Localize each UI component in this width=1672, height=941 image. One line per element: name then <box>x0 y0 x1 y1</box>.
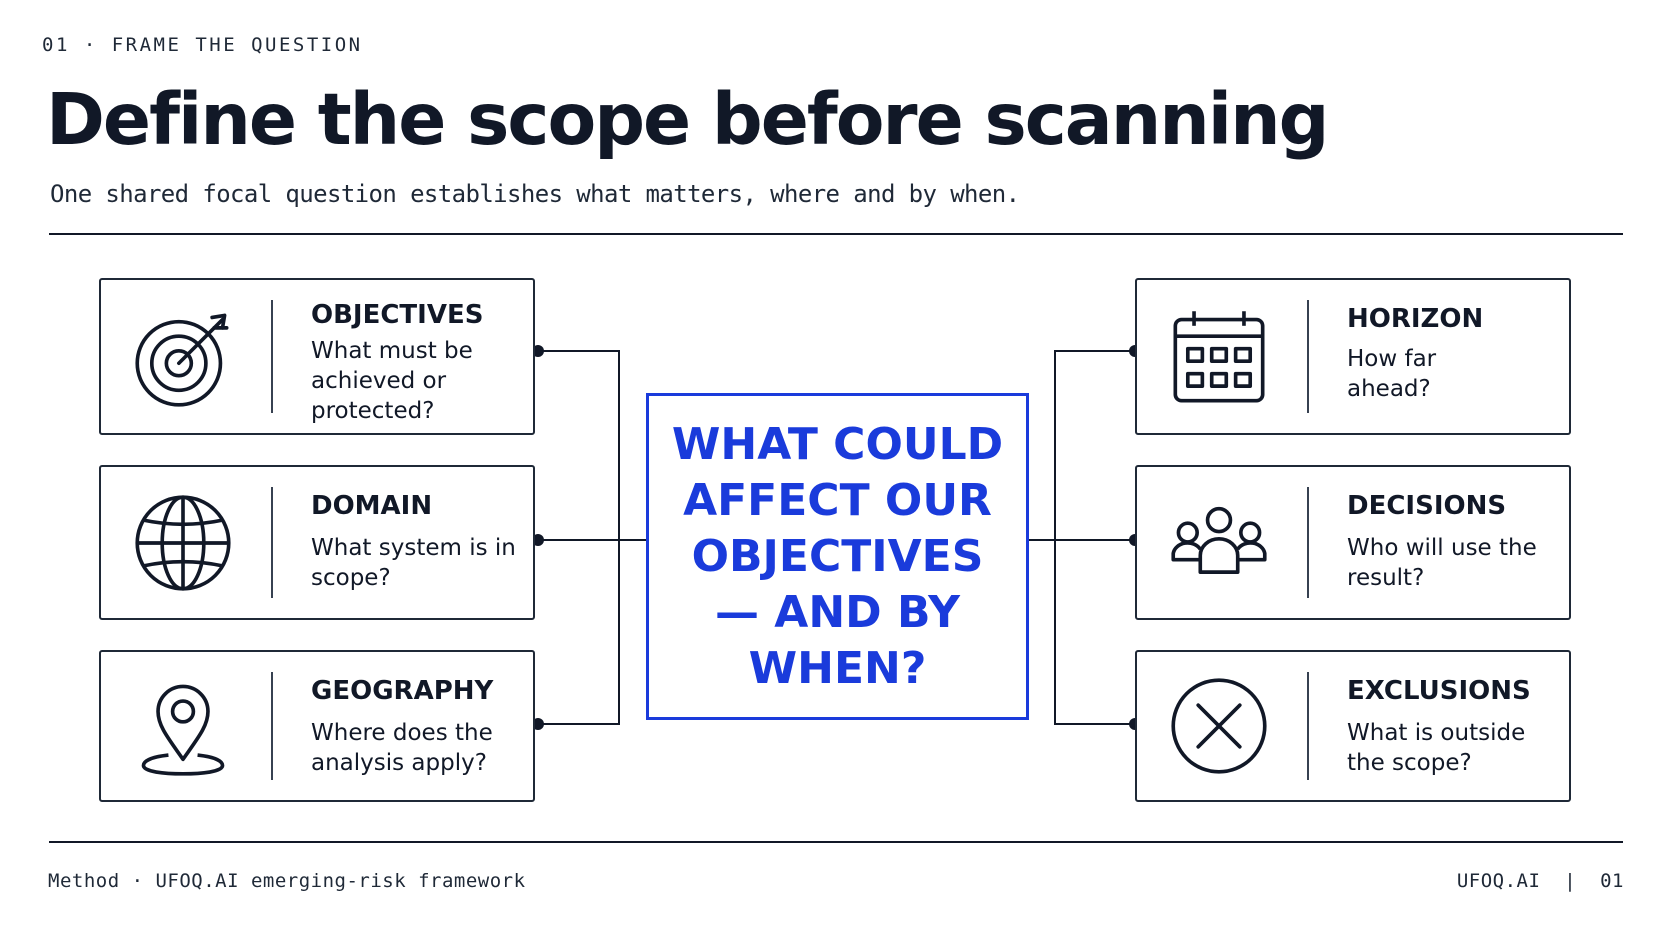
card-geography: GEOGRAPHY Where does the analysis apply? <box>99 650 535 802</box>
card-description: What must be achieved or protected? <box>311 338 473 424</box>
calendar-icon <box>1167 305 1271 409</box>
focal-question: WHAT COULD AFFECT OUR OBJECTIVES — AND B… <box>671 418 1004 694</box>
x-circle-icon <box>1167 674 1271 778</box>
footer-page-number: UFOQ.AI | 01 <box>1456 870 1624 892</box>
card-divider <box>1307 672 1309 780</box>
card-label: GEOGRAPHY <box>311 676 494 706</box>
card-divider <box>271 300 273 413</box>
top-rule <box>49 233 1623 235</box>
map-pin-icon <box>131 674 235 778</box>
card-label: OBJECTIVES <box>311 300 484 330</box>
page-subtitle: One shared focal question establishes wh… <box>50 180 1020 208</box>
card-label: HORIZON <box>1347 304 1484 334</box>
card-label: DECISIONS <box>1347 491 1507 521</box>
card-divider <box>1307 487 1309 598</box>
card-divider <box>271 672 273 780</box>
section-eyebrow: 01 · FRAME THE QUESTION <box>42 34 363 56</box>
card-decisions: DECISIONS Who will use the result? <box>1135 465 1571 620</box>
card-horizon: HORIZON How far ahead? <box>1135 278 1571 435</box>
connector-dot <box>532 534 544 546</box>
card-divider <box>271 487 273 598</box>
people-icon <box>1167 491 1271 595</box>
card-description: What is outside the scope? <box>1347 720 1526 776</box>
card-description: How far ahead? <box>1347 346 1437 402</box>
bottom-rule <box>49 841 1623 843</box>
card-label: EXCLUSIONS <box>1347 676 1531 706</box>
page-title: Define the scope before scanning <box>46 78 1329 161</box>
card-domain: DOMAIN What system is in scope? <box>99 465 535 620</box>
globe-icon <box>131 491 235 595</box>
connector-dot <box>532 718 544 730</box>
card-label: DOMAIN <box>311 491 433 521</box>
card-description: Who will use the result? <box>1347 535 1537 591</box>
connector-dot <box>532 345 544 357</box>
card-exclusions: EXCLUSIONS What is outside the scope? <box>1135 650 1571 802</box>
footer-method: Method · UFOQ.AI emerging-risk framework <box>48 870 526 892</box>
focal-question-box: WHAT COULD AFFECT OUR OBJECTIVES — AND B… <box>646 393 1029 720</box>
card-divider <box>1307 300 1309 413</box>
target-icon <box>131 305 235 409</box>
card-objectives: OBJECTIVES What must be achieved or prot… <box>99 278 535 435</box>
card-description: What system is in scope? <box>311 535 516 591</box>
card-description: Where does the analysis apply? <box>311 720 493 776</box>
